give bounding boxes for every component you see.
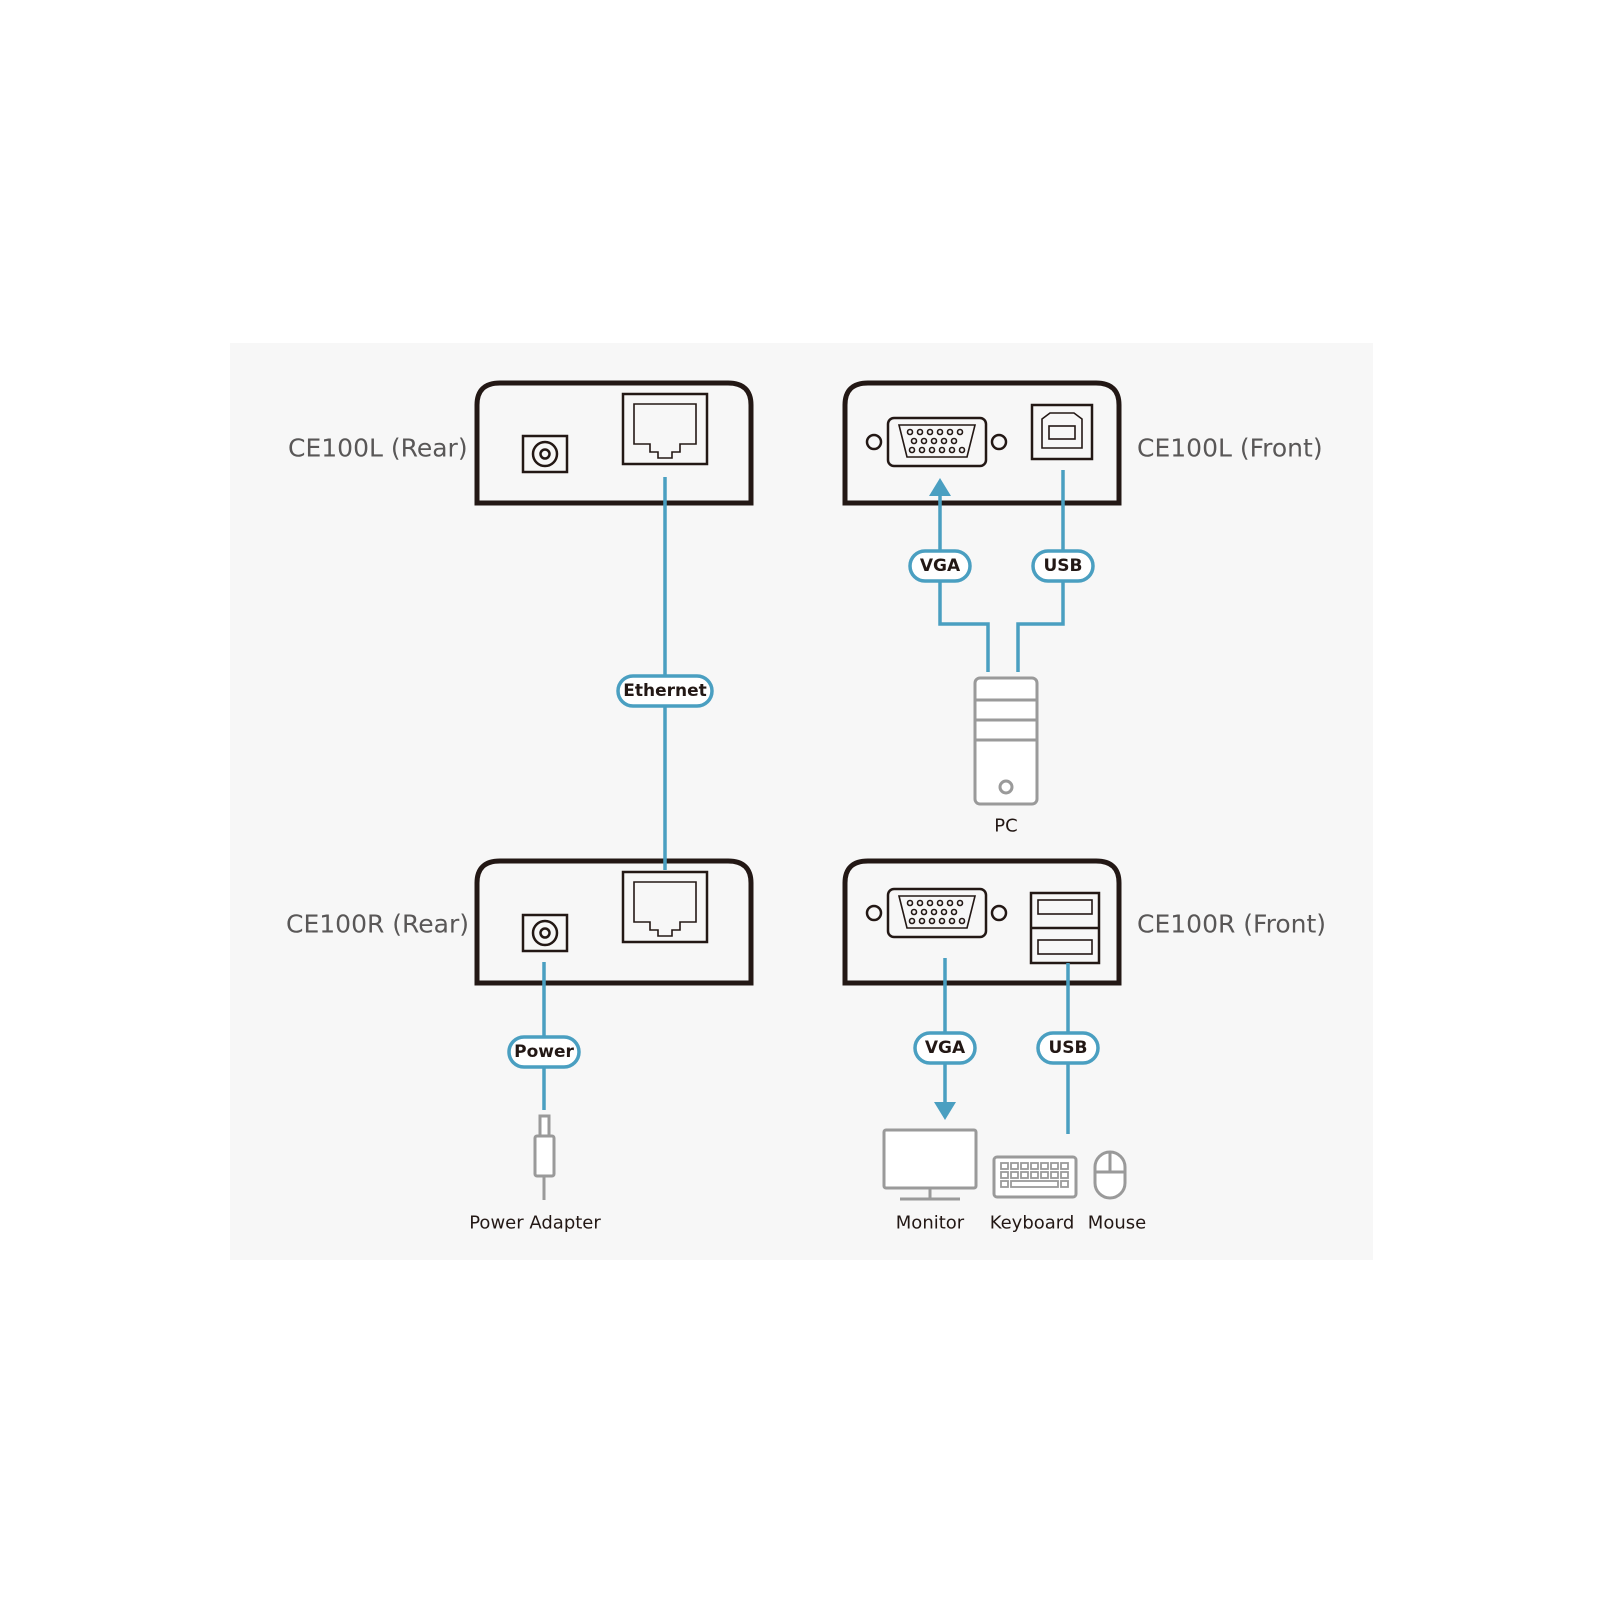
usb-b-port-icon [1030, 403, 1094, 461]
mouse-label: Mouse [1088, 1213, 1146, 1234]
vga-pill-top-label: VGA [920, 556, 961, 576]
mouse-icon [1093, 1150, 1127, 1200]
usb-pill-top: USB [1031, 549, 1095, 583]
ce100r-rear-label: CE100R (Rear) [286, 910, 469, 939]
ce100r-front-unit [842, 858, 1122, 986]
ce100l-rear-unit [474, 380, 754, 506]
power-pill-label: Power [514, 1042, 574, 1062]
usb-pill-bottom: USB [1036, 1031, 1100, 1065]
vga-arrow-down [934, 1102, 956, 1120]
ce100r-front-label: CE100R (Front) [1137, 910, 1326, 939]
usb-cable-top [1016, 470, 1065, 672]
keyboard-icon [992, 1155, 1078, 1199]
keyboard-label: Keyboard [990, 1213, 1075, 1234]
dc-power-jack-icon [521, 434, 569, 474]
vga-arrow-up [929, 478, 951, 496]
ce100r-rear-unit [474, 858, 754, 986]
vga-port-icon [865, 887, 1008, 939]
vga-pill-top: VGA [908, 549, 972, 583]
monitor-icon [882, 1128, 978, 1201]
ce100l-front-unit [842, 380, 1122, 506]
vga-port-icon [865, 416, 1008, 468]
ethernet-pill-label: Ethernet [623, 681, 707, 701]
rj45-port-icon [621, 392, 709, 466]
vga-pill-bottom: VGA [913, 1031, 977, 1065]
ethernet-pill: Ethernet [616, 674, 714, 708]
rj45-port-icon [621, 870, 709, 944]
usb-pill-bottom-label: USB [1048, 1038, 1087, 1058]
usb-a-dual-port-icon [1029, 891, 1101, 965]
pc-label: PC [994, 816, 1017, 837]
power-pill: Power [507, 1035, 581, 1069]
ce100l-front-label: CE100L (Front) [1137, 434, 1323, 463]
monitor-label: Monitor [896, 1213, 965, 1234]
dc-power-jack-icon [521, 913, 569, 953]
power-plug-icon [533, 1114, 556, 1200]
pc-tower-icon [973, 676, 1039, 806]
power-adapter-label: Power Adapter [469, 1213, 601, 1234]
ce100l-rear-label: CE100L (Rear) [288, 434, 468, 463]
usb-pill-top-label: USB [1043, 556, 1082, 576]
vga-pill-bottom-label: VGA [925, 1038, 966, 1058]
diagram-background [230, 343, 1373, 1260]
